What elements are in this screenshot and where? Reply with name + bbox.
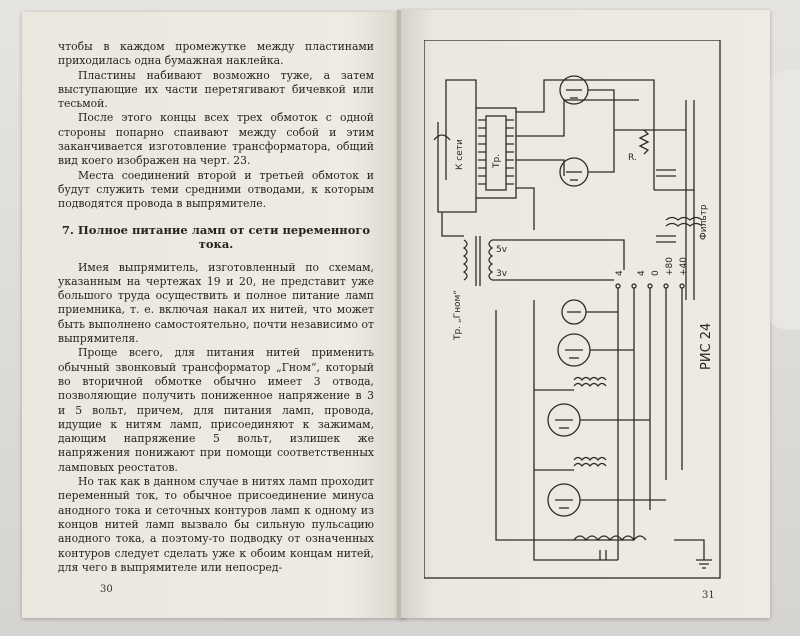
wire [588, 89, 615, 173]
coil [573, 382, 607, 388]
wire [492, 239, 625, 270]
capacitor [599, 550, 607, 560]
page-number-left: 30 [100, 584, 113, 595]
terminal-0: 0 [651, 270, 661, 276]
mains-label: К сети [455, 139, 465, 170]
resistor-label: R. [628, 153, 637, 163]
ground-icon [696, 559, 712, 569]
filter-label: Фильтр [699, 204, 709, 240]
receiver-tube-3 [547, 403, 581, 437]
paragraph: Пластины набивают возможно туже, а затем… [58, 68, 374, 111]
left-page-text: чтобы в каждом промежутке между пластина… [58, 40, 374, 575]
book-gutter [397, 10, 401, 620]
label-5v: 5v [496, 245, 508, 255]
figure-label: РИС 24 [699, 323, 714, 370]
label-3v: 3v [496, 269, 508, 279]
filter: Фильтр [656, 100, 709, 300]
mains-plug: К сети [433, 122, 465, 180]
terminal-80: +80 [665, 257, 675, 276]
coil [573, 462, 607, 468]
wire [516, 187, 535, 230]
wire [516, 159, 565, 176]
receiver-tube-4 [547, 483, 581, 517]
receiver-tube-1 [561, 299, 587, 325]
wire [674, 539, 705, 560]
terminal-strip: 4 4 0 +80 +40 [615, 257, 689, 289]
wire [533, 300, 618, 561]
power-transformer: Тр. [475, 107, 517, 199]
page-number-right: 31 [702, 590, 715, 601]
terminal-4b: 4 [637, 270, 647, 276]
paragraph: Но так как в данном случае в нитях ламп … [58, 475, 374, 574]
wire [445, 79, 477, 122]
coil [573, 456, 607, 462]
circuit-diagram: К сети Тр. R. Фильтр [424, 40, 721, 579]
gnome-transformer: 5v 3v Тр. „Гном“ [453, 236, 508, 341]
left-page [22, 12, 406, 618]
paragraph: чтобы в каждом промежутке между пластина… [58, 40, 374, 68]
wire [441, 212, 464, 237]
paragraph: После этого концы всех трех обмоток с од… [58, 111, 374, 168]
paragraph: Проще всего, для питания нитей применить… [58, 346, 374, 474]
receiver-tube-2 [557, 333, 591, 367]
tuning-coil [573, 535, 647, 542]
diagram-frame [424, 40, 721, 579]
right-page [398, 10, 770, 618]
wire [437, 180, 477, 213]
coil [573, 376, 607, 382]
section-heading: 7. Полное питание ламп от сети переменно… [61, 222, 371, 251]
terminal-40: +40 [679, 257, 689, 276]
terminal-4a: 4 [615, 270, 625, 276]
gnome-label: Тр. „Гном“ [453, 290, 463, 341]
paragraph: Имея выпрямитель, изготовленный по схема… [58, 260, 374, 346]
paragraph: Места соединений второй и третьей обмото… [58, 168, 374, 211]
resistor: R. [628, 129, 650, 163]
wire [516, 99, 639, 137]
wire [516, 79, 655, 190]
transformer-label: Тр. [492, 154, 502, 169]
wire [495, 310, 634, 541]
